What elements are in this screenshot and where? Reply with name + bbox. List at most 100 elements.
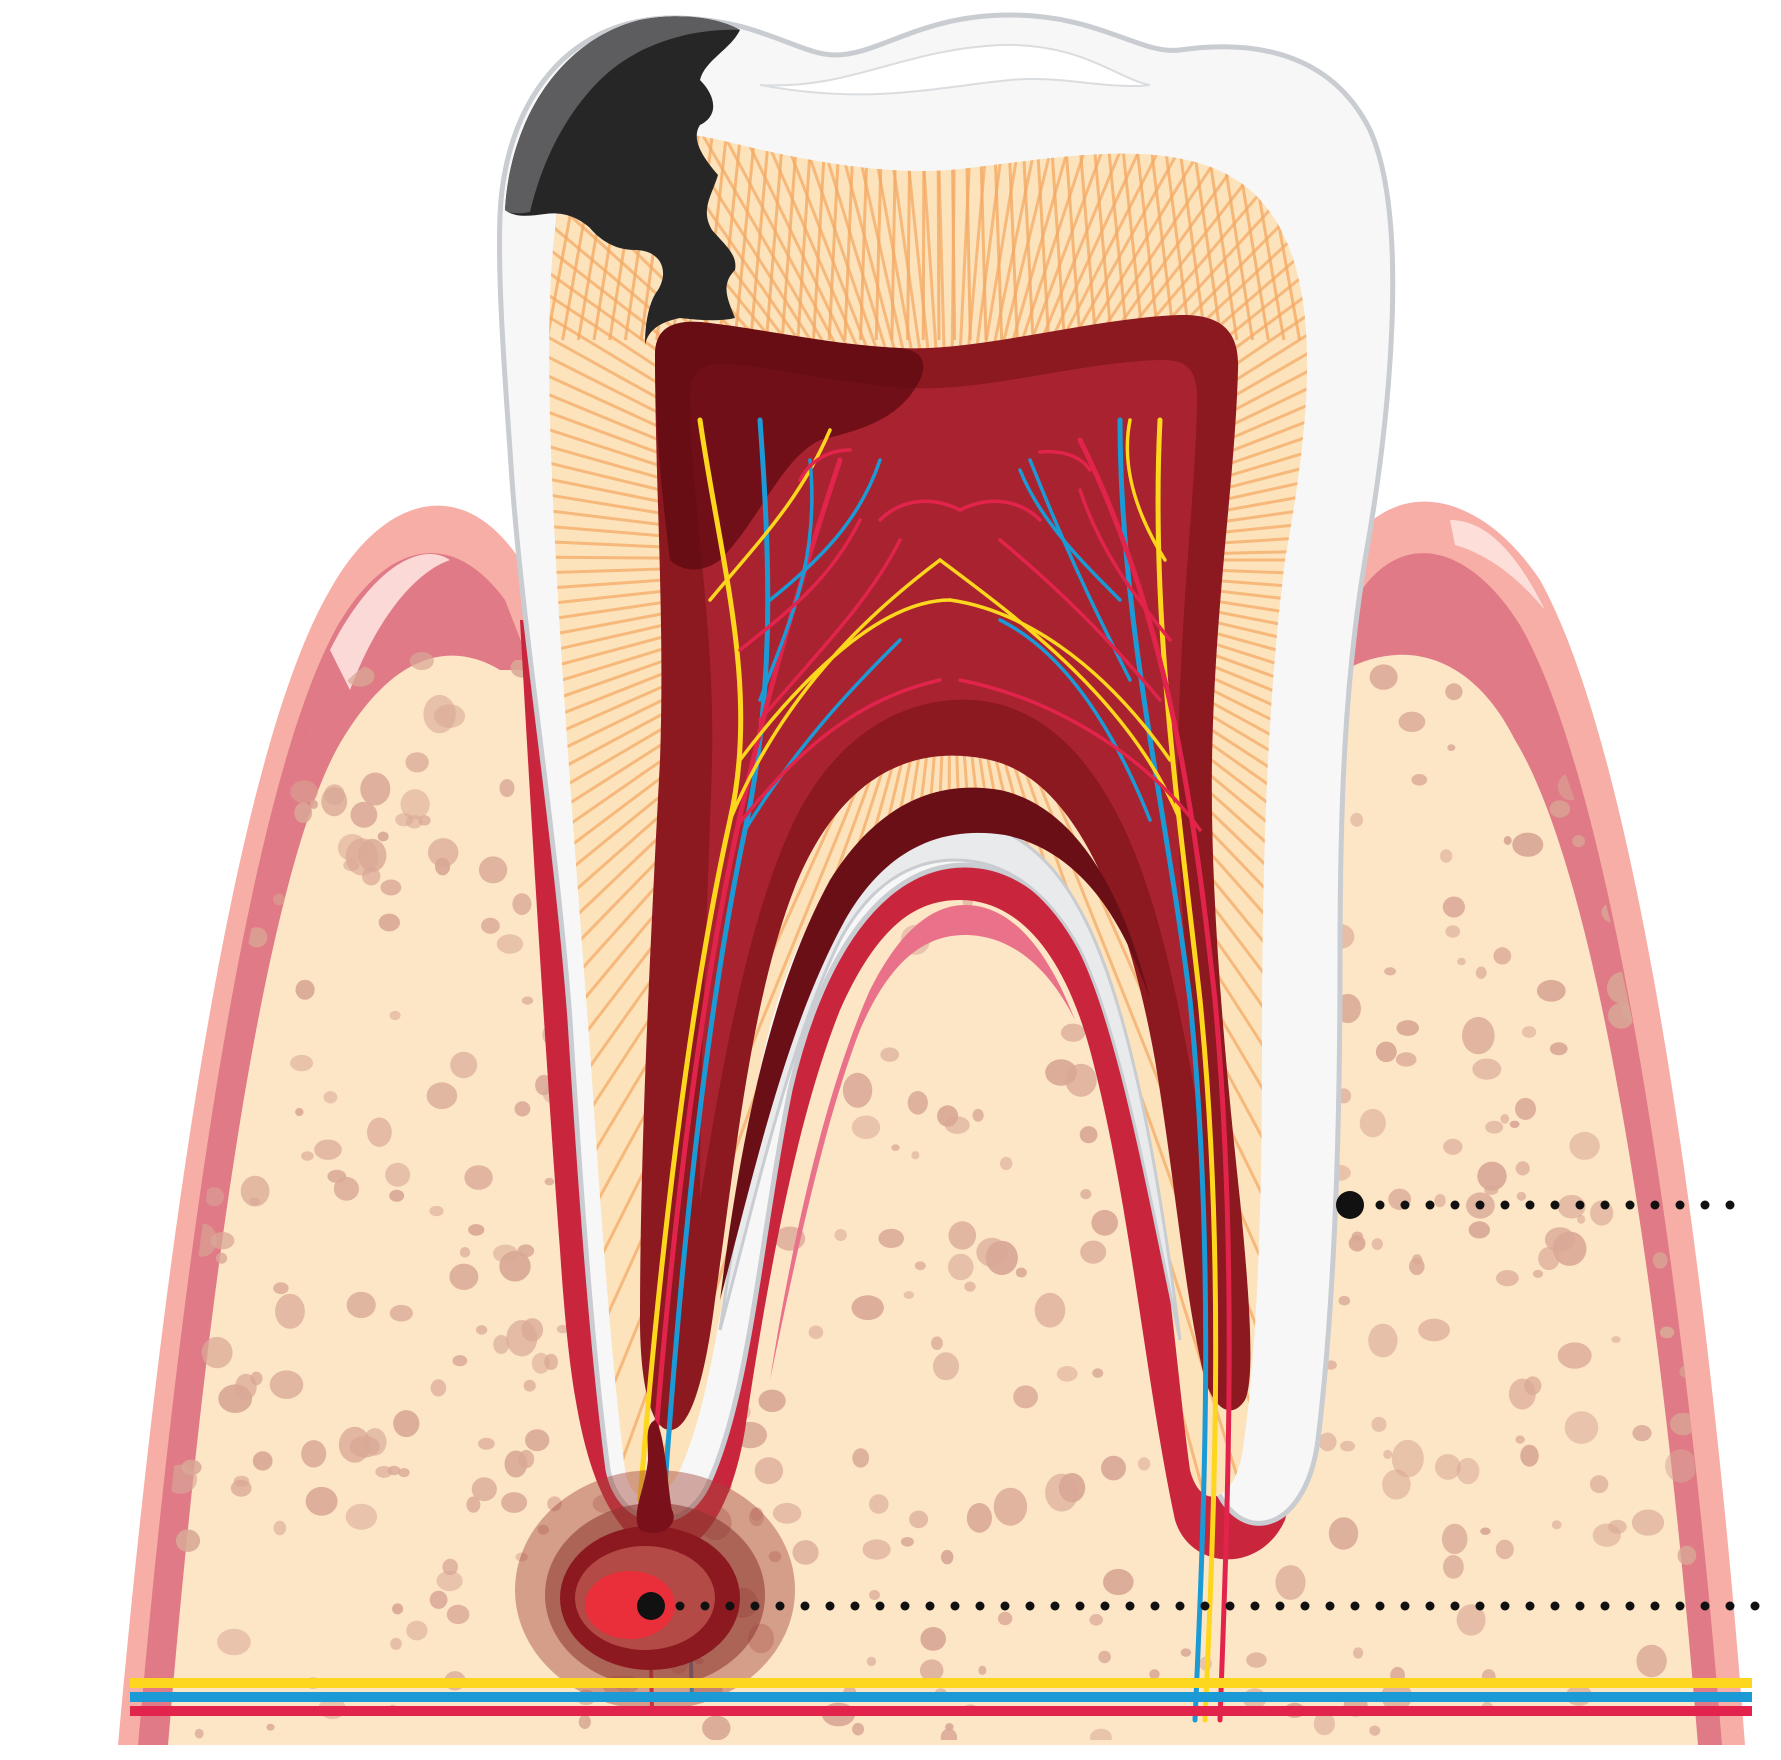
bone-spot <box>1508 1378 1536 1410</box>
dentin-tubule <box>1160 134 1192 341</box>
bone-spot <box>544 1177 555 1186</box>
callout-bone <box>1336 1191 1735 1219</box>
bone-spot <box>1371 1238 1383 1250</box>
bone-spot <box>249 1197 260 1206</box>
bone-spot <box>1516 1191 1527 1201</box>
dentin-tubule <box>1068 391 1308 545</box>
bone-spot <box>385 1162 411 1187</box>
bone-spot <box>891 1144 900 1151</box>
leader-dot <box>1525 1601 1535 1611</box>
vessel-branch <box>708 428 832 602</box>
bone-spot <box>345 838 379 876</box>
dentin-tubule <box>731 134 930 443</box>
bone-spot <box>1569 1131 1600 1160</box>
bone-spot <box>1608 1002 1635 1029</box>
dentin-tubule <box>1011 134 1308 459</box>
vessel-branch <box>998 618 1152 822</box>
bone-spot <box>309 799 318 809</box>
bone-spot <box>350 801 378 828</box>
leader-dot <box>1200 1601 1210 1611</box>
bone-spot <box>181 1459 202 1476</box>
bone-spot <box>1340 1440 1356 1452</box>
leader-dot <box>850 1601 860 1611</box>
bone-spot <box>1631 1509 1665 1536</box>
leader-dot <box>1225 1601 1235 1611</box>
bone-spot <box>1396 1020 1419 1036</box>
bone-spot <box>266 1723 275 1731</box>
leader-dot <box>900 1601 910 1611</box>
dentin-tubule <box>549 134 908 449</box>
dentin-tubule <box>549 576 832 737</box>
bone-spot <box>273 1520 287 1536</box>
bone-spot <box>880 1047 900 1062</box>
leader-dot <box>1525 1200 1535 1210</box>
bone-spot <box>269 1370 304 1399</box>
bone-spot <box>1443 1138 1463 1155</box>
bone-spot <box>496 934 524 954</box>
bone-spot <box>964 1281 976 1292</box>
bone-spot <box>1090 1728 1112 1740</box>
bone-spot <box>1013 1385 1038 1409</box>
bone-spot <box>217 1628 251 1656</box>
dentin-tubule <box>869 134 944 441</box>
bone-spot <box>909 1510 929 1529</box>
vessel-branch <box>958 678 1202 832</box>
dentin-tubule <box>549 566 831 646</box>
bone-spot <box>409 652 434 670</box>
callout-abscess-leader <box>675 1601 1760 1611</box>
callout-abscess-anchor <box>637 1592 665 1620</box>
bone-spot <box>1632 1425 1652 1442</box>
leader-dot <box>1600 1200 1610 1210</box>
bone-spot <box>392 1603 404 1615</box>
bone-spot <box>862 1539 891 1560</box>
bone-spot <box>436 1570 463 1592</box>
vessel-branch <box>743 638 902 832</box>
leader-dot <box>975 1601 985 1611</box>
vessel-branch <box>738 598 952 762</box>
bone-spot <box>446 1604 470 1625</box>
bone-spot <box>948 1221 977 1250</box>
vessel-branch <box>738 518 862 652</box>
bone-spot <box>1359 1108 1386 1138</box>
bone-spot <box>201 1336 233 1369</box>
bone-spot <box>1180 1648 1192 1657</box>
bone-spot <box>434 704 466 728</box>
dentin-tubule <box>823 134 939 441</box>
bone-spot <box>1472 1058 1502 1080</box>
bone-spot <box>389 1010 401 1021</box>
artery-trunk-right <box>1077 437 1232 1723</box>
bone-spot <box>360 772 391 806</box>
dentin-tubule <box>749 134 772 341</box>
dentin-tubule <box>549 321 833 538</box>
bone-spot <box>1456 1457 1480 1485</box>
bone-spot <box>1353 1647 1364 1659</box>
bone-spot <box>1398 711 1426 732</box>
bone-spot <box>932 1352 960 1381</box>
dentin-tubule <box>549 580 833 783</box>
bone-spot <box>380 879 402 896</box>
bone-spot <box>919 1659 944 1682</box>
dentin-tubule <box>1007 134 1308 456</box>
leader-dot <box>1175 1601 1185 1611</box>
bone-spot <box>400 789 430 820</box>
bone-spot <box>164 992 181 1010</box>
enamel-highlight <box>759 43 1151 96</box>
bone-spot <box>1445 925 1461 938</box>
dentin-tubule <box>954 134 1011 441</box>
bone-spot <box>940 1728 958 1740</box>
bone-spot <box>842 1072 873 1108</box>
leader-dot <box>1575 1200 1585 1210</box>
bone-spot <box>1328 1517 1359 1550</box>
bone-spot <box>429 1205 444 1217</box>
dentin-tubule <box>1066 300 1308 536</box>
bone-spot <box>1520 1444 1539 1467</box>
dentin-tubule <box>549 571 831 692</box>
bone-spot <box>1592 1523 1621 1547</box>
bone-spot <box>406 1620 428 1641</box>
dentin-tubule <box>1104 134 1129 341</box>
bone-spot <box>1391 1439 1424 1478</box>
bone-spot <box>290 1054 314 1072</box>
bone-spot <box>523 1379 536 1392</box>
bone-spot <box>1275 1565 1306 1600</box>
